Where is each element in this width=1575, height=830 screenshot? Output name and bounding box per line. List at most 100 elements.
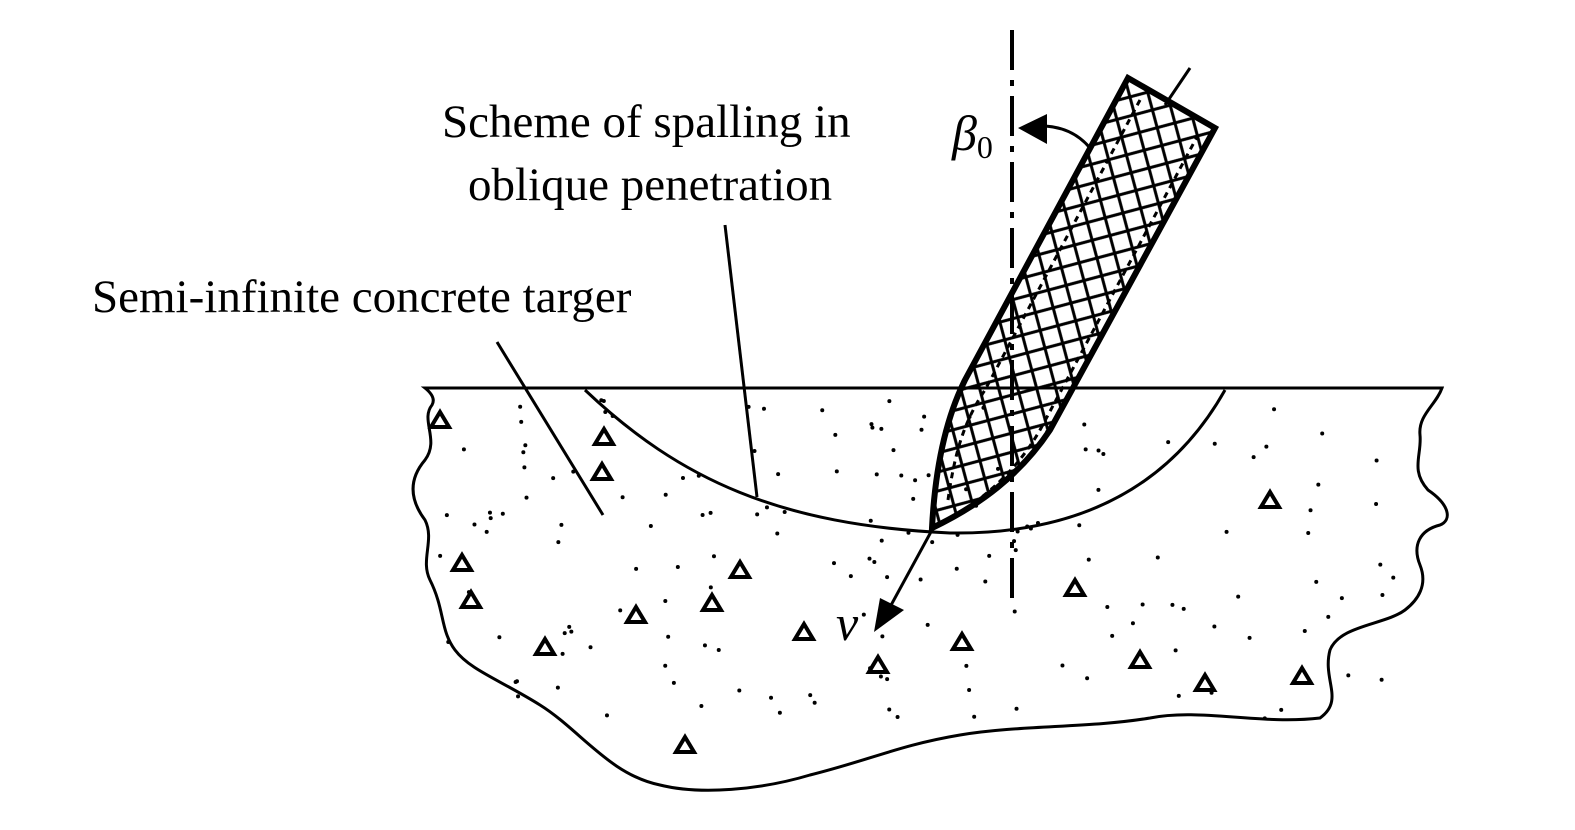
speck [1028,526,1033,531]
target-leader-line [495,341,605,516]
speck [887,399,892,404]
speck [1181,606,1186,611]
speck [925,622,930,627]
speck [895,714,900,719]
speck [675,565,680,570]
speck [954,566,959,571]
speck [1264,444,1269,449]
velocity-arrow [888,529,934,608]
speck [1130,621,1135,626]
speck [487,510,492,515]
speck [438,553,443,558]
speck [522,465,527,470]
speck [887,707,892,712]
speck [708,585,713,590]
speck [1314,579,1319,584]
speck [879,538,884,543]
speck [922,414,927,419]
speck [964,663,969,668]
speck [1326,614,1331,619]
speck [782,510,787,515]
speck [1083,447,1088,452]
speck [1140,602,1145,607]
speck [833,432,838,437]
speck [1101,451,1106,456]
concrete-target-outline [411,386,1449,792]
speck [1302,628,1307,633]
speck [1379,677,1384,682]
speck [559,522,564,527]
aggregate-triangle [672,733,698,754]
speck [500,511,505,516]
speck [1247,635,1252,640]
speck [604,713,609,718]
speck [930,540,935,545]
speck [1014,706,1019,711]
speck [972,714,977,719]
speck [1391,575,1396,580]
projectile [928,67,1220,533]
speck [872,560,877,565]
speck [861,612,866,617]
spalling-label-line1: Scheme of spalling in [442,96,851,148]
speck [777,710,782,715]
speck [1374,501,1379,506]
aggregate-triangle [1127,648,1153,669]
speck [1212,624,1217,629]
speck [1025,524,1030,529]
speck [955,532,960,537]
speck [556,540,561,545]
speck [1085,676,1090,681]
speck [868,518,873,523]
speck [834,469,839,474]
speck [519,419,524,424]
velocity-label: v [836,595,859,651]
speck [560,651,565,656]
speck [711,554,716,559]
aggregate-triangle [865,653,891,674]
speck [1346,673,1351,678]
speck [911,496,916,501]
target-label: Semi-infinite concrete targer [92,271,632,323]
speck [918,577,923,582]
speck [867,556,872,561]
speck [967,687,972,692]
speck [610,414,615,419]
speck [1015,529,1020,534]
speck [488,516,493,521]
speck [1166,440,1171,445]
speck [820,408,825,413]
speck [521,450,526,455]
spalling-label-line2: oblique penetration [468,159,832,211]
aggregate-triangle [791,620,817,641]
aggregate-triangle [1192,671,1218,692]
speck [808,693,813,698]
speck [1308,508,1313,513]
speck [497,635,502,640]
speck [603,409,608,414]
speck [1110,633,1115,638]
speck [1096,487,1101,492]
aggregate-triangle [427,408,453,429]
speck [891,448,896,453]
speck [708,510,713,515]
speck [737,688,742,693]
speck [472,522,477,527]
speck [769,695,774,700]
speck [648,523,653,528]
angle-label: β0 [951,105,993,165]
speck [551,476,556,481]
projectile-body [928,73,1220,533]
speck [601,398,606,403]
spalling-crater-arc [583,388,1227,535]
speck [1320,431,1325,436]
speck [696,473,701,478]
speck [1306,531,1311,536]
speck [776,472,781,477]
speck [1096,448,1101,453]
speck [906,530,911,535]
speck [620,495,625,500]
speck [987,553,992,558]
speck [1272,407,1277,412]
